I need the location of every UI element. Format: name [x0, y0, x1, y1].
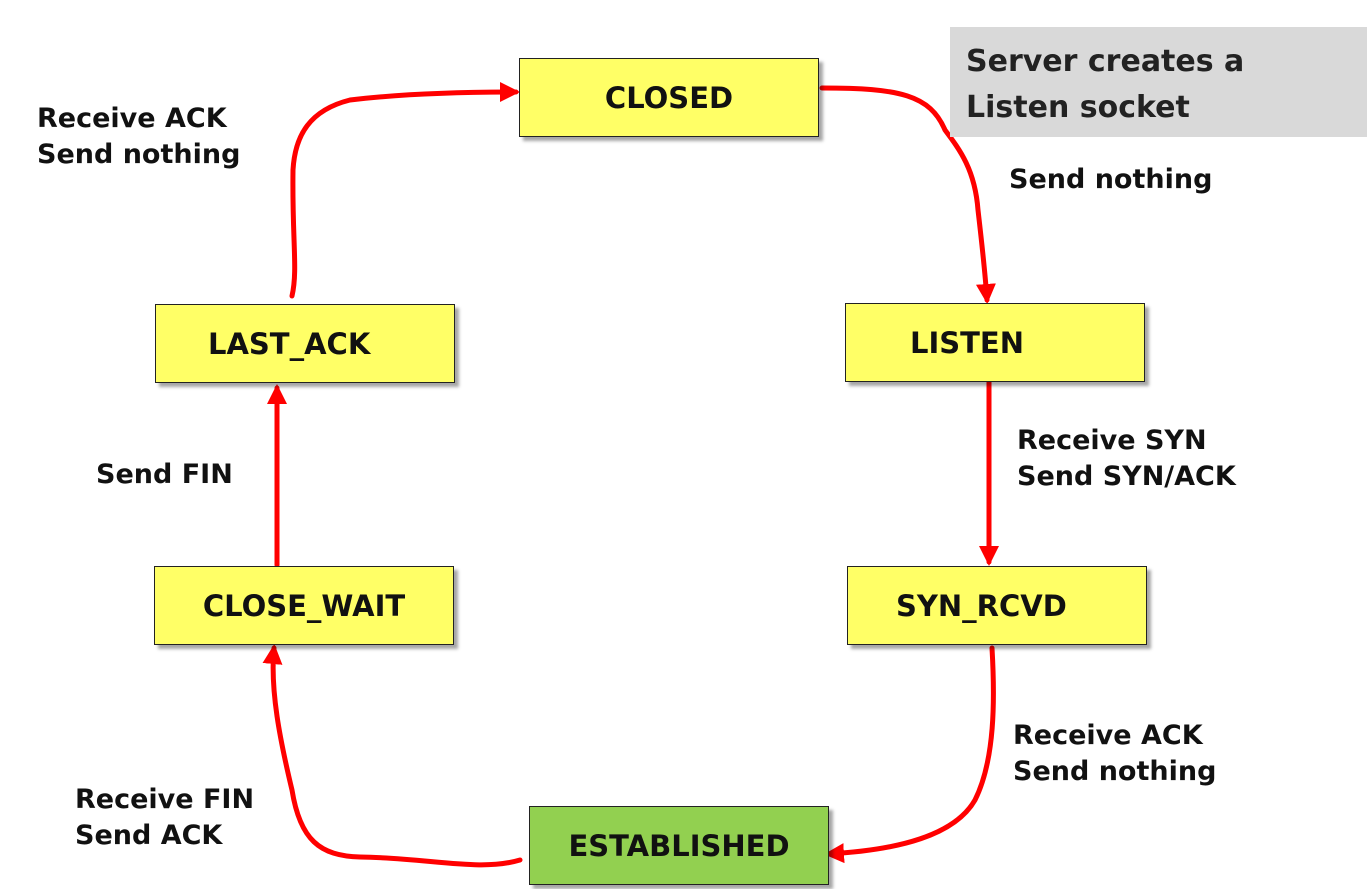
server-note: Server creates a Listen socket — [950, 27, 1367, 137]
state-close-wait: CLOSE_WAIT — [154, 566, 454, 645]
arrow-closed-to-listen — [819, 85, 996, 304]
label-syn-rcvd-to-established: Receive ACK Send nothing — [1013, 720, 1217, 787]
state-syn-rcvd: SYN_RCVD — [847, 566, 1147, 645]
note-line-2: Listen socket — [966, 90, 1190, 125]
arrow-established-to-close-wait — [262, 644, 523, 868]
arrow-syn-rcvd-to-established — [824, 645, 996, 864]
arrow-last-ack-to-closed — [289, 82, 520, 299]
note-line-1: Server creates a — [966, 44, 1245, 79]
state-listen: LISTEN — [845, 303, 1145, 382]
state-established: ESTABLISHED — [529, 806, 829, 885]
label-listen-to-syn-rcvd: Receive SYN Send SYN/ACK — [1017, 425, 1236, 492]
state-last-ack: LAST_ACK — [155, 304, 455, 383]
state-closed: CLOSED — [519, 58, 819, 137]
label-established-to-close-wait: Receive FIN Send ACK — [75, 784, 255, 851]
label-close-wait-to-last-ack: Send FIN — [96, 459, 233, 490]
label-closed-to-listen: Send nothing — [1009, 164, 1213, 195]
label-last-ack-to-closed: Receive ACK Send nothing — [37, 103, 241, 170]
